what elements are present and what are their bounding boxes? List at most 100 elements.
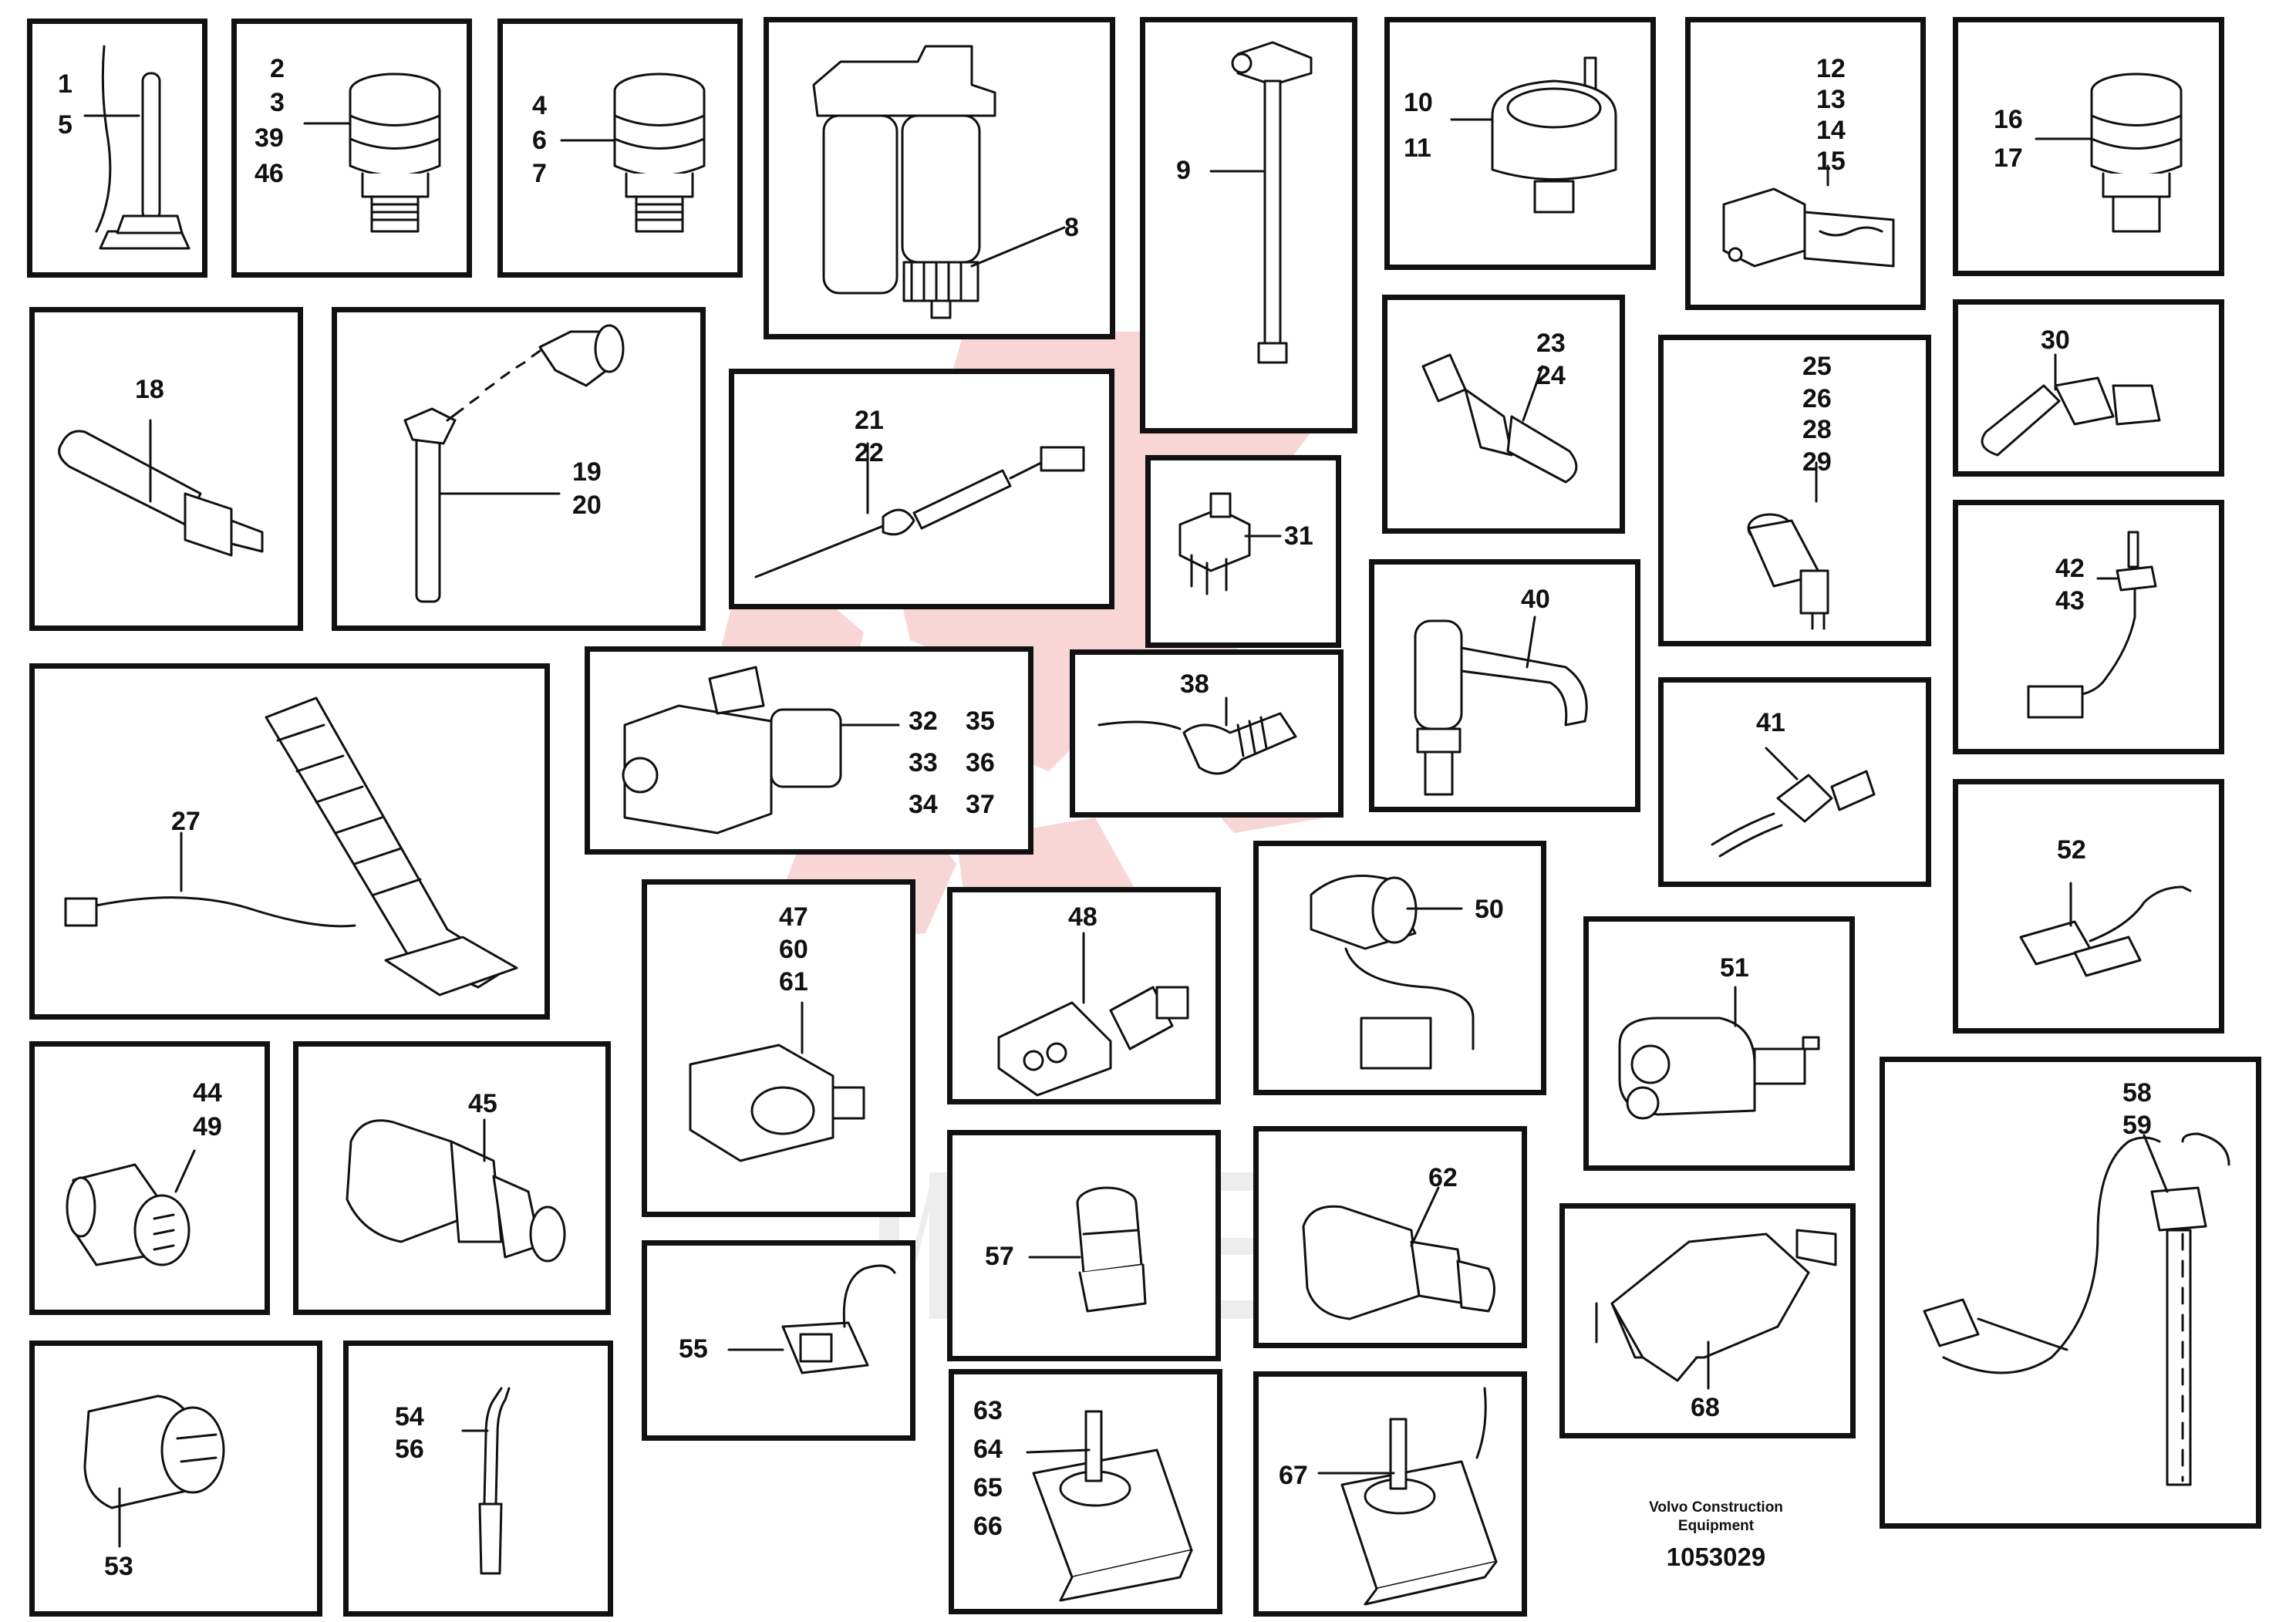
callout-38: 38: [1180, 669, 1209, 699]
callout-20: 20: [572, 491, 602, 520]
illustration-number: 1053029: [1666, 1543, 1766, 1571]
callout-2: 2: [270, 54, 285, 83]
callout-60: 60: [779, 935, 808, 964]
part-10-drawing: [1450, 56, 1617, 214]
callout-46: 46: [255, 159, 284, 188]
callout-68: 68: [1691, 1393, 1720, 1422]
callout-1: 1: [58, 69, 72, 99]
callout-15: 15: [1816, 147, 1846, 176]
part-1-5-drawing: [83, 45, 190, 250]
part-12-drawing: [1722, 164, 1895, 268]
part-31-drawing: [1178, 492, 1282, 595]
callout-33: 33: [909, 748, 938, 777]
callout-12: 12: [1816, 54, 1846, 83]
callout-16: 16: [1994, 105, 2023, 134]
panel-42-43: [1953, 500, 2224, 754]
callout-14: 14: [1816, 116, 1846, 145]
callout-47: 47: [779, 902, 808, 932]
callout-5: 5: [58, 110, 72, 140]
part-23-drawing: [1421, 353, 1578, 484]
panel-12-15: [1685, 17, 1926, 310]
part-19-drawing: [403, 324, 625, 603]
panel-55: [642, 1240, 915, 1441]
panel-19-20: [332, 307, 706, 631]
callout-65: 65: [973, 1473, 1003, 1502]
part-63-drawing: [1026, 1410, 1193, 1602]
part-25-drawing: [1747, 461, 1829, 630]
callout-40: 40: [1521, 585, 1550, 614]
callout-23: 23: [1536, 329, 1566, 358]
part-57-drawing: [1028, 1186, 1147, 1313]
callout-35: 35: [966, 706, 995, 736]
callout-56: 56: [395, 1435, 424, 1464]
part-9-drawing: [1209, 41, 1313, 364]
part-42-drawing: [2027, 531, 2157, 719]
part-18-drawing: [58, 419, 264, 557]
callout-17: 17: [1994, 143, 2023, 173]
callout-28: 28: [1802, 415, 1832, 444]
panel-54-56: [343, 1340, 613, 1617]
manufacturer-line-2: Equipment: [1677, 1518, 1755, 1534]
callout-36: 36: [966, 748, 995, 777]
callout-37: 37: [966, 790, 995, 819]
panel-25-29: [1658, 335, 1931, 646]
callout-43: 43: [2055, 586, 2085, 615]
callout-24: 24: [1536, 361, 1566, 390]
callout-45: 45: [468, 1089, 497, 1118]
callout-22: 22: [855, 438, 884, 467]
part-8-drawing: [812, 45, 1066, 319]
part-41-drawing: [1711, 747, 1876, 858]
panel-44-49: [29, 1041, 270, 1315]
part-44-drawing: [66, 1149, 196, 1266]
part-48-drawing: [997, 932, 1189, 1097]
callout-3: 3: [270, 88, 285, 117]
callout-44: 44: [193, 1078, 222, 1108]
callout-27: 27: [171, 807, 201, 836]
part-40-drawing: [1414, 615, 1588, 796]
part-21-drawing: [754, 442, 1085, 578]
part-55-drawing: [727, 1264, 896, 1374]
part-51-drawing: [1618, 986, 1820, 1120]
part-27-drawing: [64, 696, 518, 996]
callout-49: 49: [193, 1112, 222, 1141]
callout-39: 39: [255, 123, 284, 153]
part-16-drawing: [2035, 73, 2183, 233]
part-38-drawing: [1097, 696, 1297, 775]
part-32-drawing: [622, 666, 900, 835]
part-47-drawing: [689, 1001, 865, 1162]
callout-11: 11: [1404, 133, 1431, 163]
callout-59: 59: [2122, 1111, 2152, 1140]
callout-57: 57: [985, 1242, 1014, 1271]
callout-31: 31: [1284, 521, 1313, 551]
callout-29: 29: [1802, 447, 1832, 477]
callout-50: 50: [1475, 895, 1504, 924]
callout-13: 13: [1816, 85, 1846, 114]
panel-9: [1140, 17, 1357, 433]
part-2-drawing: [303, 73, 441, 233]
manufacturer-line-1: Volvo Construction: [1649, 1499, 1783, 1516]
callout-51: 51: [1720, 953, 1749, 983]
callout-66: 66: [973, 1512, 1003, 1541]
part-52-drawing: [2019, 882, 2192, 977]
part-58-drawing: [1923, 1132, 2230, 1486]
callout-25: 25: [1802, 352, 1832, 381]
callout-52: 52: [2057, 835, 2086, 865]
part-30-drawing: [1981, 353, 2161, 457]
part-53-drawing: [83, 1394, 225, 1548]
callout-53: 53: [104, 1552, 133, 1581]
callout-7: 7: [532, 159, 547, 188]
part-4-drawing: [560, 73, 706, 233]
callout-21: 21: [855, 406, 884, 435]
panel-58-59: [1880, 1057, 2261, 1529]
callout-19: 19: [572, 457, 602, 487]
callout-67: 67: [1279, 1461, 1308, 1490]
part-54-drawing: [461, 1387, 511, 1575]
callout-55: 55: [679, 1334, 708, 1364]
callout-32: 32: [909, 706, 938, 736]
callout-9: 9: [1176, 156, 1191, 185]
callout-48: 48: [1068, 902, 1097, 932]
part-62-drawing: [1302, 1186, 1495, 1320]
callout-18: 18: [135, 375, 164, 404]
